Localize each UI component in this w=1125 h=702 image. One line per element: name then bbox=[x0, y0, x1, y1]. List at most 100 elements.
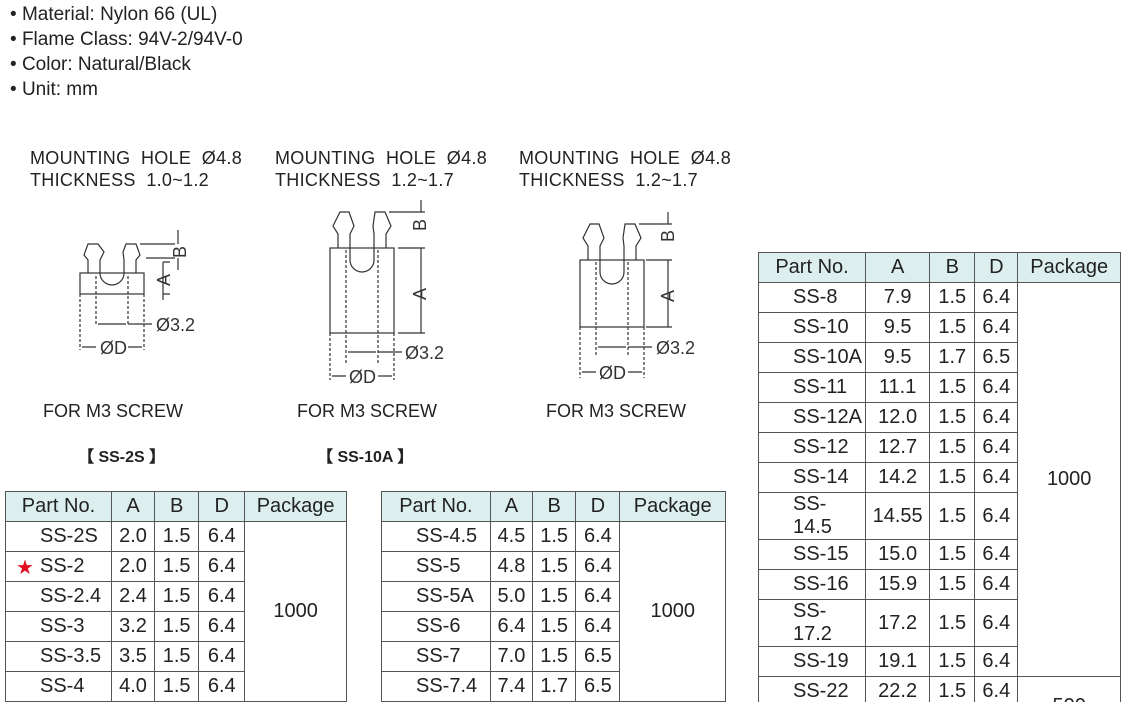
part-no-cell: SS-10 bbox=[757, 312, 867, 343]
svg-text:B: B bbox=[170, 246, 190, 258]
dim-a-cell: 7.0 bbox=[489, 641, 534, 672]
dim-d-cell: 6.4 bbox=[198, 611, 246, 642]
part-no-cell: SS-12 bbox=[757, 432, 867, 463]
spec-flame-class: Flame Class: 94V-2/94V-0 bbox=[10, 27, 243, 52]
dim-b-cell: 1.5 bbox=[929, 646, 976, 677]
part-no-cell: SS-5 bbox=[381, 551, 491, 582]
part-no-cell: SS-7.4 bbox=[381, 671, 491, 702]
dim-b-cell: 1.5 bbox=[532, 611, 577, 642]
drawing-1-caption: FOR M3 SCREW bbox=[43, 401, 184, 421]
dim-d-cell: 6.4 bbox=[974, 569, 1019, 600]
part-no-cell: SS-11 bbox=[757, 372, 867, 403]
dim-a-cell: 9.5 bbox=[865, 312, 931, 343]
dim-a-cell: 4.5 bbox=[489, 521, 534, 552]
part-no-cell: SS-19 bbox=[757, 646, 867, 677]
dim-d-cell: 6.4 bbox=[974, 462, 1019, 493]
header-cell: D bbox=[198, 491, 246, 522]
spec-material: Material: Nylon 66 (UL) bbox=[10, 2, 243, 27]
dim-d-cell: 6.4 bbox=[575, 521, 621, 552]
dim-a-cell: 3.2 bbox=[110, 611, 156, 642]
svg-text:ØD: ØD bbox=[100, 338, 127, 358]
drawing-2-caption: FOR M3 SCREW bbox=[297, 401, 438, 421]
dim-a-cell: 2.0 bbox=[110, 551, 156, 582]
header-cell: A bbox=[865, 252, 931, 283]
part-no-cell: SS-7 bbox=[381, 641, 491, 672]
part-no-cell: SS-22 bbox=[757, 676, 867, 702]
drawing-3-caption: FOR M3 SCREW bbox=[546, 401, 687, 421]
dim-d-cell: 6.4 bbox=[575, 611, 621, 642]
dim-b-cell: 1.5 bbox=[929, 432, 976, 463]
header-cell: Package bbox=[244, 491, 347, 522]
dim-d-cell: 6.4 bbox=[198, 551, 246, 582]
package-cell: 1000 bbox=[244, 521, 347, 702]
header-cell: B bbox=[532, 491, 577, 522]
dim-b-cell: 1.5 bbox=[929, 282, 976, 313]
drawing-ss-10a: B A Ø3.2 ØD bbox=[329, 200, 444, 387]
header-cell: Package bbox=[1017, 252, 1121, 283]
dim-b-cell: 1.5 bbox=[929, 402, 976, 433]
drawing-ss-2s: B A Ø3.2 ØD bbox=[79, 230, 195, 358]
dim-d-cell: 6.4 bbox=[198, 641, 246, 672]
part-no-cell: ★SS-2 bbox=[5, 551, 112, 582]
header-cell: Package bbox=[619, 491, 726, 522]
dim-b-cell: 1.5 bbox=[154, 581, 200, 612]
dim-a-cell: 12.0 bbox=[865, 402, 931, 433]
dim-d-cell: 6.4 bbox=[974, 492, 1019, 540]
header-cell: B bbox=[154, 491, 200, 522]
dim-d-cell: 6.4 bbox=[974, 402, 1019, 433]
dim-a-cell: 22.2 bbox=[865, 676, 931, 702]
dim-b-cell: 1.5 bbox=[154, 521, 200, 552]
dim-b-cell: 1.5 bbox=[929, 372, 976, 403]
svg-text:A: A bbox=[658, 290, 678, 302]
dim-b-cell: 1.5 bbox=[154, 671, 200, 702]
svg-text:ØD: ØD bbox=[599, 363, 626, 383]
part-no-cell: SS-12A bbox=[757, 402, 867, 433]
part-no-cell: SS-2S bbox=[5, 521, 112, 552]
header-cell: Part No. bbox=[757, 252, 867, 283]
dim-a-cell: 15.9 bbox=[865, 569, 931, 600]
dim-d-cell: 6.4 bbox=[974, 432, 1019, 463]
dim-d-cell: 6.4 bbox=[974, 372, 1019, 403]
part-no-cell: SS-14.5 bbox=[757, 492, 867, 540]
dim-a-cell: 17.2 bbox=[865, 599, 931, 647]
dim-a-cell: 11.1 bbox=[865, 372, 931, 403]
drawing-2-name: 【 SS-10A 】 bbox=[317, 449, 414, 466]
part-no-cell: SS-15 bbox=[757, 539, 867, 570]
dim-a-cell: 7.9 bbox=[865, 282, 931, 313]
svg-text:B: B bbox=[410, 219, 430, 231]
dim-a-cell: 3.5 bbox=[110, 641, 156, 672]
header-cell: A bbox=[110, 491, 156, 522]
star-icon: ★ bbox=[16, 557, 34, 579]
dim-d-cell: 6.5 bbox=[575, 671, 621, 702]
dim-d-cell: 6.4 bbox=[575, 551, 621, 582]
svg-text:Ø3.2: Ø3.2 bbox=[656, 338, 695, 358]
dim-d-cell: 6.4 bbox=[974, 599, 1019, 647]
dim-b-cell: 1.5 bbox=[532, 551, 577, 582]
dim-d-cell: 6.4 bbox=[974, 282, 1019, 313]
dim-a-cell: 15.0 bbox=[865, 539, 931, 570]
header-cell: D bbox=[575, 491, 621, 522]
dim-d-cell: 6.4 bbox=[198, 671, 246, 702]
dim-b-cell: 1.5 bbox=[532, 641, 577, 672]
part-no-cell: SS-14 bbox=[757, 462, 867, 493]
dim-a-cell: 2.4 bbox=[110, 581, 156, 612]
